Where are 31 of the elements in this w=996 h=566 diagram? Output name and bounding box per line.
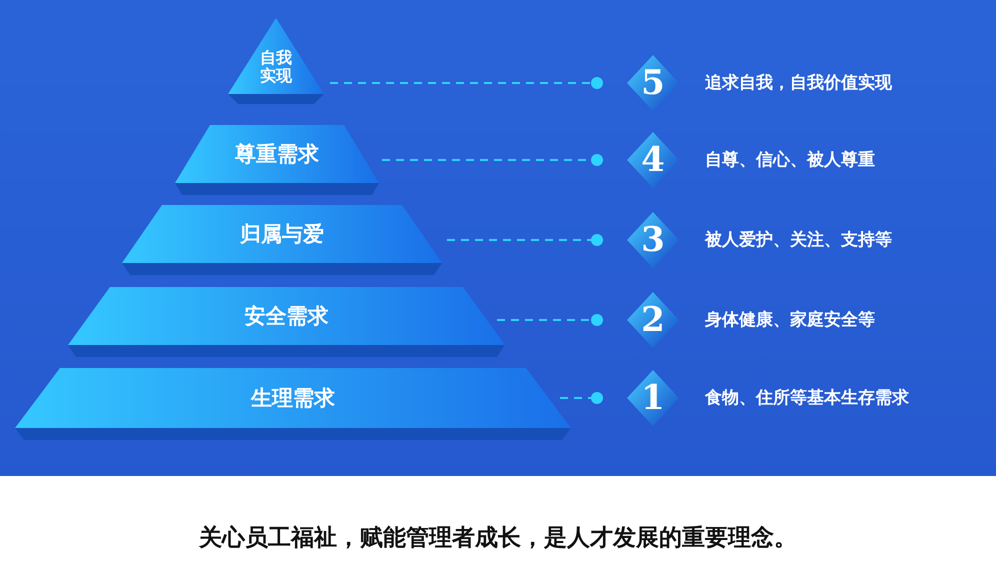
dashed-connector <box>382 154 603 166</box>
description-text: 自尊、信心、被人尊重 <box>705 150 875 170</box>
pyramid-level <box>68 287 505 357</box>
description-text: 追求自我，自我价值实现 <box>705 73 892 94</box>
level-label: 生理需求 <box>251 386 335 410</box>
level-number: 3 <box>641 223 665 257</box>
level-label: 尊重需求 <box>235 142 319 166</box>
description-text: 身体健康、家庭安全等 <box>705 310 875 330</box>
dashed-connector <box>447 234 603 246</box>
dashed-connector <box>330 77 603 89</box>
pyramid-level <box>15 368 571 440</box>
pyramid-level <box>228 18 324 104</box>
dashed-connector <box>497 314 603 326</box>
description-text: 食物、住所等基本生存需求 <box>705 388 909 408</box>
number-diamond <box>627 55 679 111</box>
level-label: 归属与爱 <box>240 222 324 246</box>
level-number: 4 <box>641 143 665 177</box>
level-label: 自我实现 <box>259 48 293 86</box>
number-diamond <box>627 370 679 426</box>
number-diamond <box>627 292 679 348</box>
dashed-connector <box>560 392 603 404</box>
number-diamond <box>627 132 679 188</box>
description-text: 被人爱护、关注、支持等 <box>705 230 892 250</box>
level-number: 2 <box>641 303 665 337</box>
level-number: 5 <box>641 66 665 100</box>
pyramid-level <box>122 205 442 275</box>
level-label: 安全需求 <box>244 304 328 328</box>
pyramid-level <box>175 125 379 195</box>
caption: 关心员工福祉，赋能管理者成长，是人才发展的重要理念。 <box>199 525 797 551</box>
number-diamond <box>627 212 679 268</box>
level-number: 1 <box>641 381 665 415</box>
